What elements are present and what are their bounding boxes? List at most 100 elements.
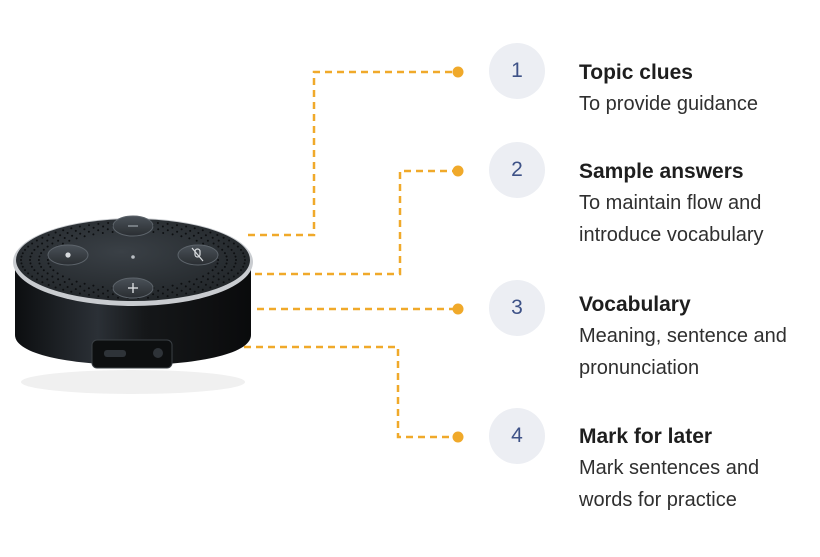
speaker-hole: [211, 281, 214, 284]
speaker-hole: [192, 234, 195, 237]
speaker-hole: [180, 235, 183, 238]
speaker-hole: [92, 284, 95, 287]
speaker-hole: [184, 285, 187, 288]
speaker-hole: [236, 272, 239, 275]
speaker-hole: [206, 278, 209, 281]
speaker-hole: [62, 229, 65, 232]
action-button[interactable]: [47, 244, 89, 266]
speaker-hole: [207, 272, 210, 275]
speaker-hole: [189, 288, 192, 291]
speaker-hole: [52, 236, 55, 239]
speaker-hole: [232, 275, 235, 278]
speaker-hole: [162, 286, 165, 288]
speaker-hole: [202, 242, 205, 245]
speaker-hole: [162, 232, 165, 234]
speaker-hole: [79, 232, 82, 235]
speaker-hole: [71, 283, 74, 286]
step-number-1: 1: [489, 43, 545, 99]
speaker-hole: [240, 269, 242, 272]
speaker-hole: [211, 236, 214, 239]
mic-mute-icon: [191, 247, 204, 262]
speaker-hole: [217, 278, 220, 281]
feature-3: Vocabulary Meaning, sentence and pronunc…: [579, 290, 814, 384]
mute-button[interactable]: [177, 244, 219, 266]
speaker-hole: [66, 286, 69, 288]
step-number-2: 2: [489, 142, 545, 198]
step-number-4: 4: [489, 408, 545, 464]
speaker-hole: [74, 229, 77, 232]
speaker-hole: [41, 281, 44, 284]
speaker-hole: [156, 222, 159, 224]
speaker-hole: [38, 262, 41, 265]
speaker-hole: [29, 259, 31, 261]
speaker-hole: [83, 228, 86, 231]
speaker-hole: [88, 293, 90, 296]
speaker-hole: [92, 233, 95, 236]
speaker-hole: [102, 292, 105, 295]
volume-up-button[interactable]: [112, 277, 154, 299]
speaker-hole: [36, 272, 39, 275]
speaker-hole: [97, 295, 100, 298]
speaker-hole: [46, 239, 49, 242]
speaker-hole: [161, 225, 164, 228]
speaker-hole: [232, 242, 235, 245]
speaker-hole: [71, 234, 74, 237]
speaker-hole: [226, 259, 229, 261]
speaker-hole: [30, 265, 33, 268]
speaker-hole: [83, 282, 86, 285]
speaker-hole: [41, 275, 44, 278]
speaker-hole: [46, 245, 49, 248]
speaker-hole: [97, 229, 100, 232]
speaker-hole: [107, 296, 110, 298]
speaker-hole: [78, 225, 81, 228]
speaker-hole: [227, 272, 230, 275]
speaker-hole: [212, 242, 215, 245]
speaker-hole: [244, 259, 246, 261]
feature-2: Sample answers To maintain flow and intr…: [579, 157, 814, 251]
feature-title: Vocabulary: [579, 293, 691, 316]
speaker-hole: [79, 285, 82, 288]
speaker-hole: [29, 262, 32, 265]
speaker-hole: [27, 272, 30, 275]
speaker-hole: [36, 245, 39, 248]
smart-speaker-illustration: [13, 215, 253, 394]
speaker-hole: [42, 269, 45, 272]
speaker-hole: [209, 286, 212, 289]
speaker-hole: [189, 229, 192, 232]
speaker-hole: [204, 234, 207, 237]
speaker-hole: [56, 272, 59, 275]
speaker-hole: [29, 255, 32, 258]
speaker-hole: [24, 269, 26, 272]
speaker-hole: [46, 259, 49, 261]
speaker-hole: [37, 259, 40, 261]
speaker-hole: [41, 242, 44, 245]
speaker-hole: [101, 232, 104, 234]
speaker-hole: [176, 287, 179, 290]
speaker-hole: [228, 239, 231, 242]
speaker-hole: [195, 239, 198, 242]
device-top: [16, 219, 250, 301]
speaker-hole: [222, 275, 225, 278]
speaker-hole: [184, 232, 187, 235]
speaker-hole: [206, 239, 209, 242]
feature-title: Topic clues: [579, 61, 693, 84]
speaker-hole: [30, 252, 33, 255]
speaker-hole: [222, 281, 225, 284]
speaker-hole: [75, 237, 78, 240]
speaker-hole: [102, 225, 105, 228]
speaker-hole: [57, 239, 60, 242]
audio-jack: [153, 348, 163, 358]
speaker-hole: [197, 232, 200, 234]
speaker-hole: [217, 239, 220, 242]
speaker-hole: [35, 239, 38, 242]
feature-description: To provide guidance: [579, 93, 759, 115]
speaker-hole: [54, 286, 57, 289]
speaker-hole: [106, 289, 109, 292]
speaker-hole: [171, 284, 174, 287]
speaker-hole: [222, 242, 225, 245]
speaker-hole: [166, 229, 169, 232]
speaker-hole: [171, 226, 174, 229]
dot-icon: [65, 252, 71, 258]
volume-down-button[interactable]: [112, 215, 154, 237]
speaker-hole: [92, 226, 95, 229]
